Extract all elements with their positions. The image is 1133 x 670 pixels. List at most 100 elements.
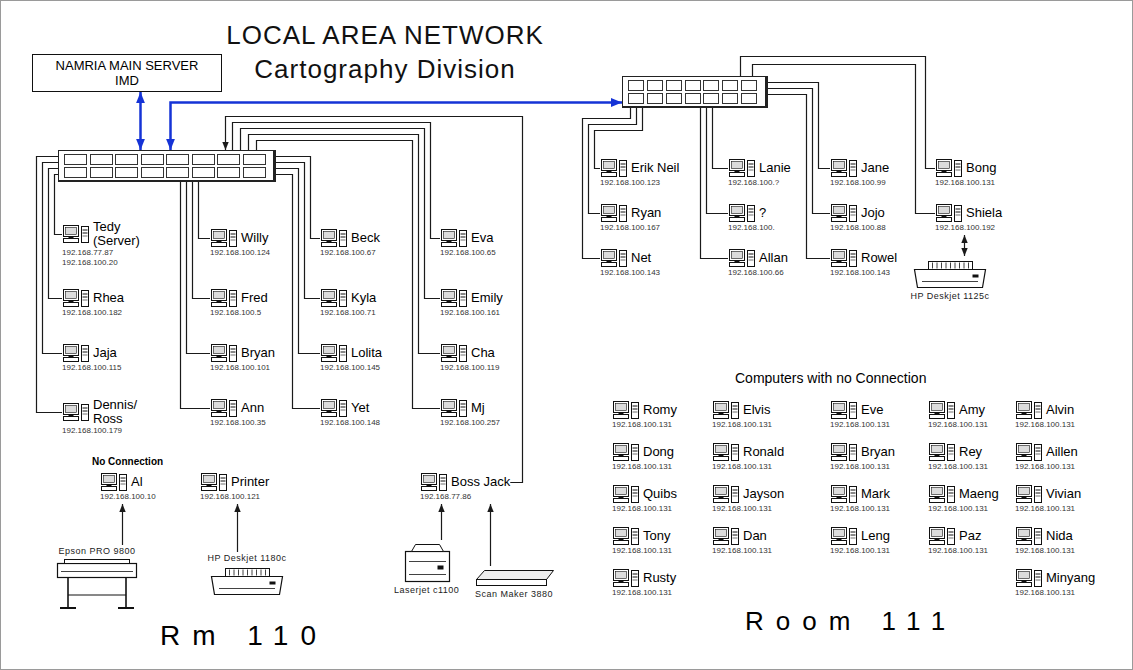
drive-bay <box>221 484 226 485</box>
computer-row: Dennis/ Ross <box>62 398 163 426</box>
ip-address: 192.168.100.131 <box>712 504 784 514</box>
computer-icon <box>1015 484 1043 504</box>
computer: Bryan192.168.100.131 <box>830 442 895 474</box>
paper-sheet <box>234 570 235 576</box>
drive-bay <box>733 535 738 536</box>
keyboard <box>614 583 629 587</box>
drive-bay <box>461 407 466 408</box>
drive-bay <box>633 454 638 455</box>
drive-bay <box>749 170 754 171</box>
drive-bay <box>341 294 346 295</box>
screen <box>214 232 225 239</box>
drive-bay <box>633 574 638 575</box>
computer: Lanie192.168.100.? <box>728 158 791 190</box>
computer: Jojo192.168.100.88 <box>830 203 886 235</box>
drive-bay <box>633 409 638 410</box>
tower <box>850 445 857 461</box>
computer-icon <box>62 288 90 308</box>
keyboard <box>930 415 945 419</box>
ip-address: 192.168.100.123 <box>600 178 679 188</box>
monitor <box>422 474 437 485</box>
computer-name: Allan <box>759 251 788 265</box>
network-link <box>713 108 729 169</box>
drive-bay <box>1036 409 1041 410</box>
drive-bay <box>231 404 236 405</box>
computer: Ryan192.168.100.167 <box>600 203 661 235</box>
monitor <box>832 528 847 539</box>
drive-bay <box>733 448 738 449</box>
switch-port <box>193 155 215 165</box>
drive-bay <box>851 209 856 210</box>
network-link <box>768 83 830 169</box>
drive-bay <box>83 297 88 298</box>
drive-bay <box>341 240 346 241</box>
computer: Rusty192.168.100.131 <box>612 568 676 600</box>
screen <box>834 446 845 453</box>
title: LOCAL AREA NETWORK Cartography Division <box>220 18 550 86</box>
printer: Epson PRO 9800 <box>50 545 144 614</box>
computer-icon <box>200 472 228 492</box>
computer: Bryan192.168.100.101 <box>210 343 275 375</box>
ip-address: 192.168.100.161 <box>440 308 503 318</box>
computer-row: Ronald <box>712 442 784 462</box>
monitor <box>937 160 952 171</box>
keyboard <box>442 243 457 247</box>
ip-address: 192.168.100.? <box>728 178 791 188</box>
screen <box>444 292 455 299</box>
monitor <box>832 205 847 216</box>
drive-bay <box>83 411 88 412</box>
drive-bay <box>461 294 466 295</box>
computer-name: Boss Jack <box>451 475 510 489</box>
screen <box>732 162 743 169</box>
computer-icon <box>712 400 740 420</box>
computer-icon <box>210 398 238 418</box>
computer-icon <box>830 248 858 268</box>
drive-bay <box>949 454 954 455</box>
monitor <box>102 474 117 485</box>
computer-row: Kyla <box>320 288 376 308</box>
computer-icon <box>210 288 238 308</box>
network-link <box>276 175 320 409</box>
paper-sheet <box>261 570 262 576</box>
ip-address: 192.168.100.131 <box>935 178 996 188</box>
monitor <box>832 402 847 413</box>
ip-address: 192.168.100.182 <box>62 308 124 318</box>
screen <box>214 402 225 409</box>
tower <box>850 251 857 267</box>
drive-bay <box>956 167 961 168</box>
tower <box>1035 571 1042 587</box>
tower <box>732 445 739 461</box>
computer: Dan192.168.100.131 <box>712 526 772 558</box>
network-link <box>964 235 965 256</box>
drive-bay <box>851 254 856 255</box>
keyboard <box>614 541 629 545</box>
computer-row: Aillen <box>1015 442 1078 462</box>
drive-bay <box>851 535 856 536</box>
printer-drawing <box>397 541 457 585</box>
drive-bay <box>633 451 638 452</box>
computer: Willy192.168.100.124 <box>210 228 270 260</box>
computer-name: Aillen <box>1046 445 1078 459</box>
computer-name: Tedy (Server) <box>93 220 163 248</box>
tower <box>632 571 639 587</box>
computer: Allan192.168.100.66 <box>728 248 788 280</box>
computer-name: ? <box>759 206 766 220</box>
keyboard <box>930 499 945 503</box>
computer-row: Eve <box>830 400 890 420</box>
keyboard <box>614 457 629 461</box>
keyboard <box>714 457 729 461</box>
tower <box>632 487 639 503</box>
ip-address: 192.168.100.131 <box>612 504 677 514</box>
drive-bay <box>231 300 236 301</box>
computer-icon <box>1015 526 1043 546</box>
drive-bay <box>441 478 446 479</box>
monitor <box>64 226 79 237</box>
ip-address: 192.168.100.131 <box>612 546 672 556</box>
drive-bay <box>733 406 738 407</box>
switch-port <box>142 168 164 178</box>
computer: Mark192.168.100.131 <box>830 484 890 516</box>
keyboard <box>322 413 337 417</box>
keyboard <box>1017 499 1032 503</box>
keyboard <box>832 457 847 461</box>
computer-name: Paz <box>959 529 981 543</box>
